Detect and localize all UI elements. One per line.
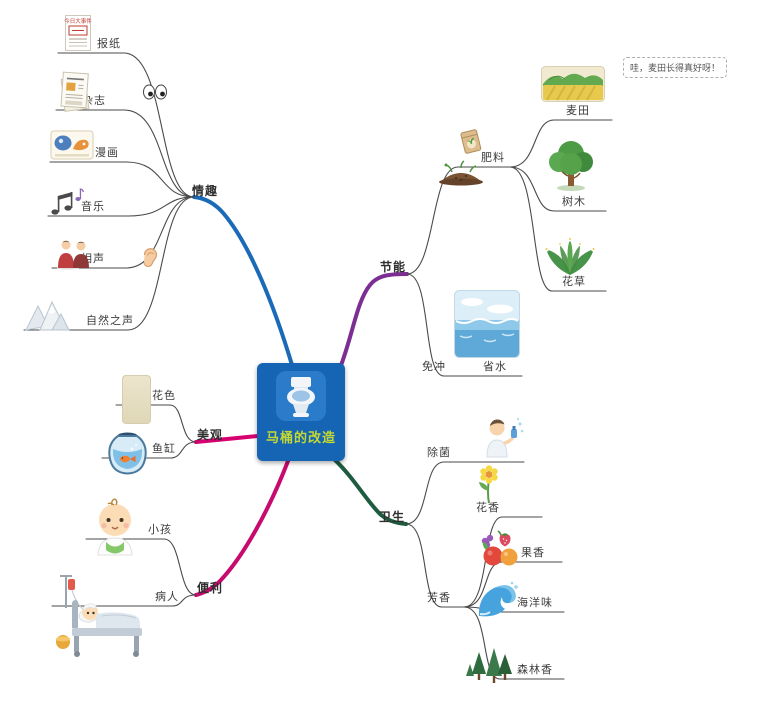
topic-no-flush[interactable]: 免冲 [422,360,446,373]
topic-floral-scent[interactable]: 花香 [476,501,500,514]
topic-beauty[interactable]: 美观 [197,428,224,442]
topic-sterilize[interactable]: 除菌 [427,446,451,459]
topic-fragrance[interactable]: 芳香 [427,591,451,604]
branch-line-beauty [194,434,260,444]
newspaper-icon[interactable]: 今日大事件 [64,14,92,52]
branch-line-convenience [194,459,290,597]
topic-flowers-grass[interactable]: 花草 [562,275,586,288]
topic-nature-sound[interactable]: 自然之声 [86,314,134,327]
fabric-swatch[interactable] [122,375,151,424]
topic-music[interactable]: 音乐 [81,200,105,213]
fishbowl-icon[interactable] [105,427,150,479]
wheat-callout[interactable]: 哇，麦田长得真好呀！ [623,57,728,78]
patient-bed-icon[interactable] [54,570,148,660]
topic-patient[interactable]: 病人 [155,590,179,603]
central-topic-label: 马桶的改造 [265,431,336,446]
topic-convenience[interactable]: 便利 [197,581,224,595]
topic-hygiene[interactable]: 卫生 [379,510,406,524]
central-topic[interactable]: 马桶的改造 [257,363,345,461]
topic-ocean-scent[interactable]: 海洋味 [517,596,553,609]
toilet-icon [276,371,326,421]
topic-pattern[interactable]: 花色 [152,389,176,402]
topic-kids[interactable]: 小孩 [148,523,172,536]
forest-icon[interactable] [464,640,516,684]
magazine-icon[interactable] [58,70,92,114]
wheat-field-icon[interactable] [541,66,605,102]
branch-line-hygiene [332,457,408,526]
ocean-wave-icon[interactable] [476,580,520,620]
baby-icon[interactable] [88,498,142,556]
music-notes-icon[interactable] [48,186,84,218]
ear-icon[interactable] [141,246,159,272]
topic-newspaper[interactable]: 报纸 [97,37,121,50]
branch-line-fun [192,195,294,367]
topic-forest-scent[interactable]: 森林香 [517,663,553,676]
flowers-grass-icon[interactable] [540,233,600,277]
topic-save-water[interactable]: 省水 [483,360,507,373]
child-connectors [23,52,613,680]
topic-fertilizer[interactable]: 肥料 [481,151,505,164]
branch-line-energy [336,272,409,375]
comic-icon[interactable] [50,128,94,162]
cleaning-person-icon[interactable] [475,415,525,465]
fruits-icon[interactable] [478,528,522,570]
topic-trees[interactable]: 树木 [562,195,586,208]
tree-icon[interactable] [542,136,600,194]
topic-fruit-scent[interactable]: 果香 [521,546,545,559]
topic-fish-tank[interactable]: 鱼缸 [152,442,176,455]
topic-wheat-field[interactable]: 麦田 [566,104,590,117]
topic-fun[interactable]: 情趣 [192,184,219,198]
seed-packet-icon[interactable] [458,128,484,156]
soil-sprouts-icon[interactable] [436,158,486,186]
sea-picture[interactable] [454,290,520,358]
topic-energy[interactable]: 节能 [380,260,407,274]
svg-text:今日大事件: 今日大事件 [64,17,92,25]
eyes-icon[interactable] [142,84,168,100]
mountains-icon[interactable] [24,298,70,334]
topic-comic[interactable]: 漫画 [95,146,119,159]
crosstalk-performers-icon[interactable] [54,236,92,270]
flower-icon[interactable] [476,465,502,505]
